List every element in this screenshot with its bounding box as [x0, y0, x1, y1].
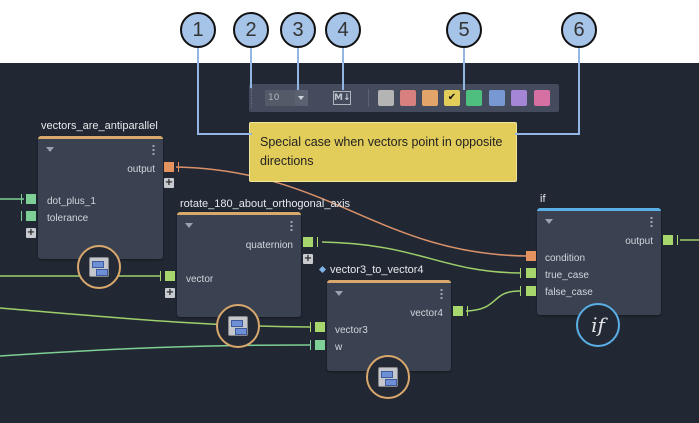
- add-input-button[interactable]: +: [165, 287, 175, 298]
- callout-4: 4: [325, 12, 361, 48]
- port-label-vector3: vector3: [335, 325, 368, 336]
- node-badge-vector3-to-vector4[interactable]: [366, 355, 410, 399]
- port-if-output[interactable]: [663, 235, 673, 245]
- collapse-icon[interactable]: [185, 223, 193, 228]
- port-label-dot-plus-1: dot_plus_1: [47, 196, 96, 207]
- leader-line-6-h: [515, 133, 580, 135]
- port-quaternion[interactable]: [303, 237, 313, 247]
- font-size-dropdown-button[interactable]: [295, 90, 308, 106]
- node-badge-vectors-are-antiparallel[interactable]: [77, 245, 121, 289]
- check-icon: ✔: [447, 92, 457, 103]
- wire-quaternion-to-true-case: [321, 241, 521, 274]
- callout-3: 3: [280, 12, 316, 48]
- port-label-vector: vector: [186, 274, 214, 285]
- font-size-input[interactable]: 10: [265, 90, 295, 106]
- leader-line-6: [578, 48, 580, 135]
- toolbar-divider: [368, 89, 369, 107]
- port-false-case[interactable]: [526, 286, 536, 296]
- port-label-output: output: [127, 164, 155, 175]
- collapse-icon[interactable]: [335, 291, 343, 296]
- swatch-blue[interactable]: [489, 90, 505, 106]
- leader-line-1: [197, 48, 199, 135]
- port-vector[interactable]: [165, 271, 175, 281]
- port-stub: [677, 235, 678, 245]
- port-vector3[interactable]: [315, 322, 325, 332]
- node-menu-icon[interactable]: [152, 144, 155, 155]
- add-output-button[interactable]: +: [164, 177, 174, 188]
- leader-line-5: [463, 48, 465, 90]
- leader-line-4: [342, 48, 344, 90]
- port-condition[interactable]: [526, 251, 536, 261]
- markdown-toggle-button[interactable]: M↓: [333, 91, 351, 105]
- port-label-output: output: [625, 236, 653, 247]
- port-label-quaternion: quaternion: [245, 240, 293, 251]
- port-label-true-case: true_case: [545, 270, 589, 281]
- node-rotate-180-about-orthogonal-axis[interactable]: quaternion vector: [177, 212, 301, 317]
- port-stub: [520, 286, 521, 296]
- node-title-if: if: [540, 193, 546, 205]
- comment-toolbar: 10 M↓ ✔: [249, 84, 559, 112]
- callout-5: 5: [446, 12, 482, 48]
- wire-output-to-condition: [175, 166, 529, 257]
- leader-line-2: [250, 48, 252, 88]
- port-dot-plus-1[interactable]: [26, 194, 36, 204]
- collapse-icon[interactable]: [46, 147, 54, 152]
- port-vector4[interactable]: [453, 306, 463, 316]
- drag-handle[interactable]: [251, 88, 254, 108]
- node-title-vectors-are-antiparallel: vectors_are_antiparallel: [41, 120, 158, 132]
- port-label-w: w: [335, 342, 343, 353]
- leader-line-3: [297, 48, 299, 90]
- swatch-pink[interactable]: [534, 90, 550, 106]
- node-if[interactable]: output condition true_case false_case: [537, 208, 661, 315]
- swatch-green[interactable]: [466, 90, 482, 106]
- node-badge-if[interactable]: if: [576, 303, 620, 347]
- compound-icon: [228, 316, 248, 336]
- swatch-yellow-selected[interactable]: ✔: [444, 90, 460, 106]
- port-label-tolerance: tolerance: [47, 213, 89, 224]
- comment-box[interactable]: Special case when vectors point in oppos…: [249, 122, 517, 182]
- wire-into-vector3: [0, 307, 311, 328]
- if-icon: if: [591, 313, 605, 337]
- wire-into-w: [0, 344, 311, 357]
- wire-vector4-to-false-case: [465, 290, 521, 312]
- node-menu-icon[interactable]: [650, 216, 653, 227]
- node-badge-rotate-180[interactable]: [216, 304, 260, 348]
- node-title-rotate-180: rotate_180_about_orthogonal_axis: [180, 198, 351, 210]
- port-stub: [21, 211, 22, 221]
- swatch-gray[interactable]: [378, 90, 394, 106]
- callout-2: 2: [233, 12, 269, 48]
- collapse-icon[interactable]: [545, 219, 553, 224]
- port-stub: [178, 162, 179, 172]
- swatch-red[interactable]: [400, 90, 416, 106]
- port-label-vector4: vector4: [410, 308, 443, 319]
- node-title-vector3-to-vector4: vector3_to_vector4: [330, 264, 424, 276]
- node-menu-icon[interactable]: [290, 220, 293, 231]
- node-vectors-are-antiparallel[interactable]: output dot_plus_1 tolerance: [38, 136, 163, 259]
- port-stub: [21, 194, 22, 204]
- port-label-false-case: false_case: [545, 287, 593, 298]
- compound-icon: [378, 367, 398, 387]
- port-stub: [160, 271, 161, 281]
- port-stub: [310, 322, 311, 332]
- callout-1: 1: [180, 12, 216, 48]
- port-tolerance[interactable]: [26, 211, 36, 221]
- port-stub: [467, 306, 468, 316]
- port-stub: [520, 268, 521, 278]
- add-input-button[interactable]: +: [26, 227, 36, 238]
- swatch-purple[interactable]: [511, 90, 527, 106]
- port-label-condition: condition: [545, 253, 586, 264]
- add-output-button[interactable]: +: [303, 253, 313, 264]
- port-true-case[interactable]: [526, 268, 536, 278]
- swatch-orange[interactable]: [422, 90, 438, 106]
- node-menu-icon[interactable]: [440, 288, 443, 299]
- port-stub: [310, 340, 311, 350]
- port-stub: [317, 237, 318, 247]
- port-output-orange[interactable]: [164, 162, 174, 172]
- leader-line-1-h: [197, 133, 252, 135]
- callout-6: 6: [561, 12, 597, 48]
- port-w[interactable]: [315, 340, 325, 350]
- compound-icon: [89, 257, 109, 277]
